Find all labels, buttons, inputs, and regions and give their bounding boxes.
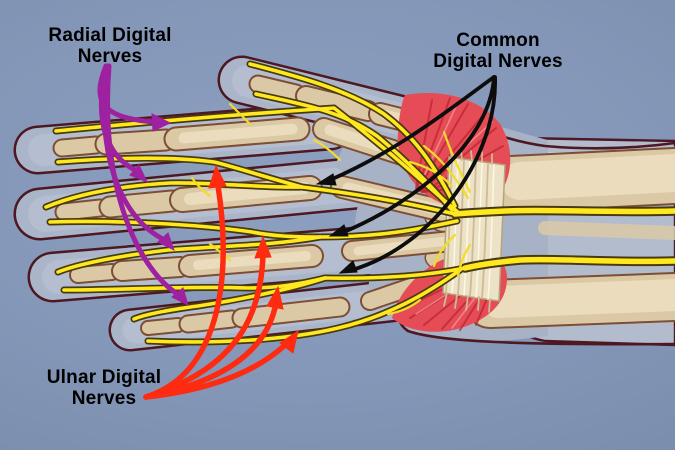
flexor-retinaculum-ligament (442, 147, 506, 313)
label-line: Ulnar Digital (46, 367, 162, 388)
common-nerve-arrows (315, 75, 497, 274)
ulnar-arrow (143, 183, 226, 400)
label-line: Digital Nerves (433, 51, 563, 72)
label-line: Radial Digital (48, 25, 172, 46)
label-radial-digital-nerves: Radial Digital Nerves (30, 25, 190, 67)
common-arrow (328, 75, 496, 182)
label-common-digital-nerves: Common Digital Nerves (418, 30, 578, 72)
ulnar-arrow (143, 252, 266, 400)
radial-arrowheads (129, 113, 189, 306)
ulnar-arrowheads (208, 164, 299, 354)
ulnar-arrow (143, 300, 279, 400)
radial-arrow (105, 63, 179, 296)
common-arrowheads (315, 173, 358, 274)
label-line: Nerves (77, 46, 143, 67)
label-line: Common (456, 30, 540, 51)
ulnar-nerve-arrows (143, 164, 299, 400)
common-arrow (342, 75, 496, 234)
label-ulnar-digital-nerves: Ulnar Digital Nerves (24, 367, 184, 409)
ulnar-arrow (143, 343, 287, 400)
common-arrow (350, 75, 497, 272)
radial-nerve-arrows (97, 63, 189, 306)
label-line: Nerves (71, 388, 137, 409)
